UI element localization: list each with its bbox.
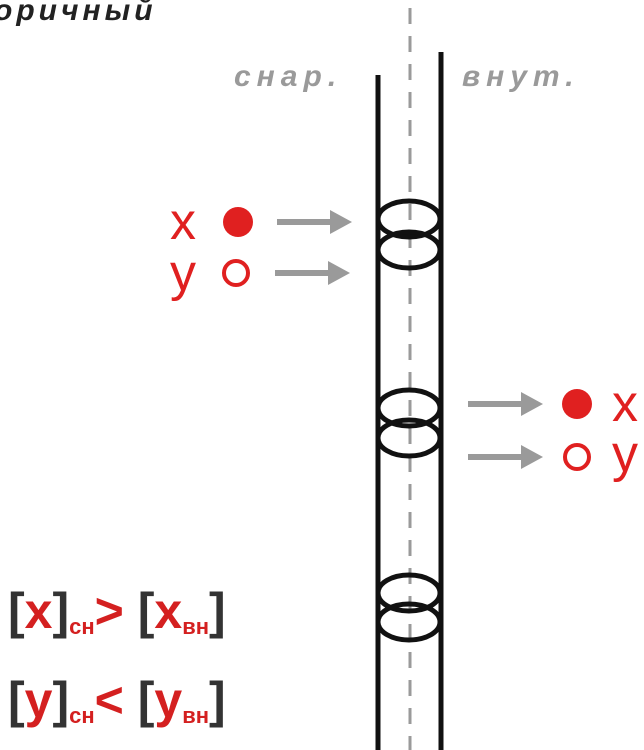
x-right-filled-circle bbox=[562, 389, 592, 419]
eq-x-close-bracket-2: ] bbox=[209, 583, 226, 639]
particle-y-inside: y bbox=[612, 425, 638, 483]
x-left-filled-circle bbox=[223, 207, 253, 237]
transporter-top bbox=[375, 198, 443, 271]
eq-x-var-inside: x bbox=[154, 583, 183, 639]
equation-y: [y]сн< [yвн] bbox=[8, 675, 226, 727]
eq-x-var-outside: x bbox=[24, 583, 53, 639]
eq-y-operator: < bbox=[94, 672, 124, 728]
eq-x-open-bracket-2: [ bbox=[137, 583, 155, 639]
particle-x-inside: x bbox=[612, 375, 638, 433]
arrow-x-out bbox=[468, 392, 543, 416]
y-left-hollow-circle bbox=[222, 259, 250, 287]
eq-y-open-bracket: [ bbox=[8, 672, 25, 728]
eq-x-sub-outside: сн bbox=[69, 614, 95, 639]
eq-y-var-inside: y bbox=[154, 672, 183, 728]
arrow-x-in bbox=[277, 210, 352, 234]
eq-y-sub-inside: вн bbox=[182, 703, 210, 728]
arrow-y-in bbox=[275, 261, 350, 285]
equation-x: [x]сн> [xвн] bbox=[8, 586, 226, 638]
transporter-middle bbox=[375, 387, 443, 459]
eq-y-var-outside: y bbox=[24, 672, 53, 728]
eq-y-close-bracket: ] bbox=[52, 672, 70, 728]
transporter-bottom bbox=[375, 572, 443, 643]
outside-label: снар. bbox=[234, 60, 343, 93]
eq-x-open-bracket: [ bbox=[8, 583, 25, 639]
eq-x-operator: > bbox=[94, 583, 124, 639]
eq-y-open-bracket-2: [ bbox=[137, 672, 155, 728]
particle-y-outside: y bbox=[170, 244, 196, 302]
eq-x-sub-inside: вн bbox=[182, 614, 210, 639]
eq-y-close-bracket-2: ] bbox=[209, 672, 226, 728]
inside-label: внут. bbox=[462, 60, 580, 93]
arrow-y-out bbox=[468, 445, 543, 469]
eq-x-close-bracket: ] bbox=[52, 583, 70, 639]
y-right-hollow-circle bbox=[563, 443, 591, 471]
particle-x-outside: x bbox=[170, 193, 196, 251]
eq-y-sub-outside: сн bbox=[69, 703, 95, 728]
title: оричный bbox=[0, 0, 157, 27]
